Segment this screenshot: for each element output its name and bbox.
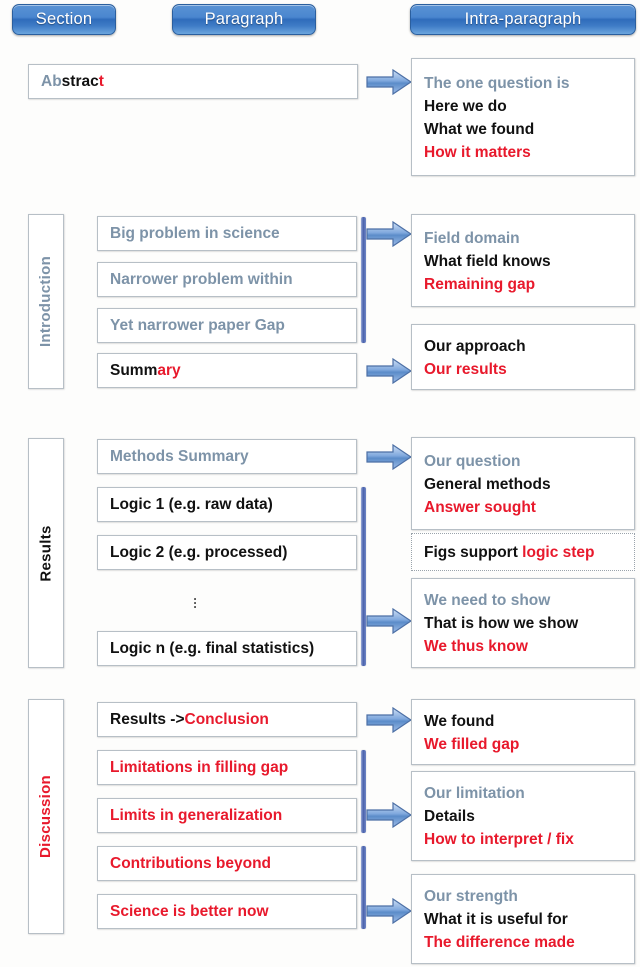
text-part: Yet narrower paper Gap: [110, 316, 285, 334]
flow-arrow-icon: [366, 897, 412, 925]
paragraph-box-intro-1[interactable]: Big problem in science: [97, 216, 357, 251]
intra-line: We need to show: [424, 592, 551, 609]
intra-line: General methods: [424, 475, 551, 493]
flow-arrow-icon: [366, 607, 412, 635]
intra-line: Our limitation: [424, 785, 525, 802]
intra-line: What field knows: [424, 252, 551, 270]
vertical-ellipsis-icon: ...: [193, 588, 197, 611]
intra-line: Remaining gap: [424, 275, 536, 293]
intra-line: Our strength: [424, 888, 518, 905]
text-part: Figs support: [424, 544, 523, 561]
text-part: Results ->: [110, 710, 185, 728]
section-label-text: Results: [37, 524, 55, 582]
text-part: ary: [157, 361, 181, 379]
intra-box-discussion-3[interactable]: Our strength What it is useful for The d…: [411, 874, 635, 964]
intra-box-discussion-2[interactable]: Our limitation Details How to interpret …: [411, 771, 635, 861]
group-connector-bar: [361, 846, 366, 929]
flow-arrow-icon: [366, 801, 412, 829]
paragraph-box-discussion-2[interactable]: Limitations in filling gap: [97, 750, 357, 785]
column-header-section-label: Section: [35, 10, 93, 28]
column-header-section[interactable]: Section: [12, 4, 116, 35]
intra-line: How to interpret / fix: [424, 831, 574, 848]
flow-arrow-icon: [366, 68, 412, 96]
intra-line: We filled gap: [424, 735, 520, 753]
text-part: Conclusion: [184, 710, 269, 728]
intra-box-results-figs[interactable]: Figs support logic step: [411, 533, 635, 571]
text-part: strac: [61, 72, 99, 90]
text-part: Logic 2 (e.g. processed): [110, 543, 288, 561]
text-part: Narrower problem within: [110, 270, 293, 288]
text-part: Science is better now: [110, 902, 269, 920]
paragraph-box-intro-4[interactable]: Summ ary: [97, 353, 357, 388]
intra-box-intro-2[interactable]: Our approach Our results: [411, 324, 635, 390]
intra-line: Our results: [424, 360, 507, 378]
section-label-discussion: Discussion: [28, 699, 64, 934]
text-part: Summ: [110, 361, 158, 379]
paragraph-box-abstract[interactable]: Ab strac t: [28, 64, 358, 99]
intra-line: How it matters: [424, 143, 531, 161]
group-connector-bar: [361, 750, 366, 833]
intra-box-intro-1[interactable]: Field domain What field knows Remaining …: [411, 214, 635, 307]
text-part: logic step: [522, 544, 595, 561]
intra-line: The difference made: [424, 934, 575, 951]
text-part: t: [98, 72, 104, 90]
intra-line: Here we do: [424, 97, 507, 115]
intra-line: Figs support logic step: [424, 541, 634, 564]
column-header-paragraph[interactable]: Paragraph: [172, 4, 316, 35]
intra-line: We found: [424, 712, 495, 730]
text-part: Limits in generalization: [110, 806, 283, 824]
intra-line: That is how we show: [424, 615, 579, 632]
intra-line: Details: [424, 808, 475, 825]
column-header-paragraph-label: Paragraph: [204, 10, 284, 28]
flow-arrow-icon: [366, 706, 412, 734]
column-header-intra-paragraph-label: Intra-paragraph: [464, 10, 582, 28]
intra-box-results-1[interactable]: Our question General methods Answer soug…: [411, 437, 635, 530]
section-label-introduction: Introduction: [28, 214, 64, 389]
paragraph-box-discussion-3[interactable]: Limits in generalization: [97, 798, 357, 833]
intra-box-discussion-1[interactable]: We found We filled gap: [411, 699, 635, 765]
intra-box-results-2[interactable]: We need to show That is how we show We t…: [411, 578, 635, 668]
section-label-text: Introduction: [37, 255, 55, 348]
text-part: Logic n (e.g. final statistics): [110, 639, 315, 657]
group-connector-bar: [361, 487, 366, 666]
intra-line: Answer sought: [424, 498, 536, 516]
column-header-intra-paragraph[interactable]: Intra-paragraph: [410, 4, 636, 35]
flow-arrow-icon: [366, 220, 412, 248]
text-part: Methods Summary: [110, 447, 249, 465]
intra-line: Our approach: [424, 337, 526, 355]
paragraph-box-discussion-4[interactable]: Contributions beyond: [97, 846, 357, 881]
paragraph-box-results-2[interactable]: Logic 1 (e.g. raw data): [97, 487, 357, 522]
intra-line: We thus know: [424, 638, 528, 655]
text-part: Limitations in filling gap: [110, 758, 289, 776]
text-part: Ab: [41, 72, 62, 90]
paragraph-box-results-4[interactable]: Logic n (e.g. final statistics): [97, 631, 357, 666]
section-label-text: Discussion: [37, 774, 55, 859]
text-part: Big problem in science: [110, 224, 280, 242]
flow-arrow-icon: [366, 443, 412, 471]
intra-line: Field domain: [424, 229, 520, 247]
paragraph-box-intro-3[interactable]: Yet narrower paper Gap: [97, 308, 357, 343]
paragraph-box-results-1[interactable]: Methods Summary: [97, 439, 357, 474]
flow-arrow-icon: [366, 357, 412, 385]
paragraph-box-results-3[interactable]: Logic 2 (e.g. processed): [97, 535, 357, 570]
paragraph-box-intro-2[interactable]: Narrower problem within: [97, 262, 357, 297]
group-connector-bar: [361, 217, 366, 343]
intra-line: What it is useful for: [424, 911, 568, 928]
text-part: Logic 1 (e.g. raw data): [110, 495, 273, 513]
intra-line: The one question is: [424, 74, 570, 92]
intra-line: Our question: [424, 452, 521, 470]
paragraph-box-discussion-1[interactable]: Results -> Conclusion: [97, 702, 357, 737]
intra-box-abstract[interactable]: The one question is Here we do What we f…: [411, 58, 635, 176]
section-label-results: Results: [28, 438, 64, 668]
intra-line: What we found: [424, 120, 535, 138]
paragraph-box-discussion-5[interactable]: Science is better now: [97, 894, 357, 929]
text-part: Contributions beyond: [110, 854, 272, 872]
